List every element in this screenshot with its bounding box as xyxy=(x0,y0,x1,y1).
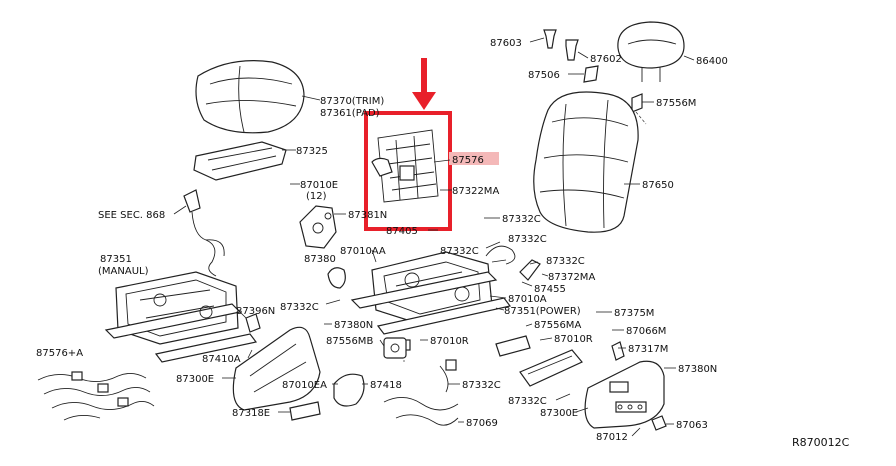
label-87332c-g: 87332C xyxy=(508,396,547,407)
label-87375m: 87375M xyxy=(614,308,654,319)
label-87010e-qty: (12) xyxy=(306,191,327,202)
label-87332c-b: 87332C xyxy=(440,246,479,257)
label-87380n-b: 87380N xyxy=(678,364,717,375)
clip-87396n xyxy=(245,313,261,333)
label-87556mb: 87556MB xyxy=(326,336,373,347)
label-87351-power: 87351(POWER) xyxy=(504,306,581,317)
label-87556m: 87556M xyxy=(656,98,696,109)
label-86400: 86400 xyxy=(696,56,728,67)
label-87380: 87380 xyxy=(304,254,336,265)
label-manual-tag: (MANAUL) xyxy=(98,266,149,277)
label-87372ma: 87372MA xyxy=(548,272,595,283)
finisher-87300e-left xyxy=(232,326,321,411)
guide-87602 xyxy=(565,39,579,61)
label-87010e: 87010E xyxy=(300,180,338,191)
trim-87318e xyxy=(289,401,321,421)
label-87410a: 87410A xyxy=(202,354,241,365)
label-87506: 87506 xyxy=(528,70,560,81)
lever-87372ma xyxy=(485,245,541,281)
label-87012: 87012 xyxy=(596,432,628,443)
label-87069: 87069 xyxy=(466,418,498,429)
manual-frame-87351 xyxy=(104,271,258,363)
label-87576a: 87576+A xyxy=(36,348,83,359)
label-87556ma: 87556MA xyxy=(534,320,581,331)
label-87300e-b: 87300E xyxy=(540,408,578,419)
label-see-sec-868: SEE SEC. 868 xyxy=(98,210,165,221)
headrest-86400 xyxy=(617,21,685,82)
cover-87418 xyxy=(333,373,365,407)
label-87602: 87602 xyxy=(590,54,622,65)
label-87381n: 87381N xyxy=(348,210,387,221)
label-87300e-a: 87300E xyxy=(176,374,214,385)
clip-87506 xyxy=(583,65,599,83)
power-frame-87351 xyxy=(350,251,512,362)
label-87361: 87361(PAD) xyxy=(320,108,380,119)
reference-code: R870012C xyxy=(792,436,850,449)
label-87066m: 87066M xyxy=(626,326,666,337)
knob-87380 xyxy=(327,267,346,289)
switch-87063 xyxy=(651,415,667,431)
label-87010aa: 87010AA xyxy=(340,246,386,257)
motor-87556mb xyxy=(383,337,407,359)
label-87405: 87405 xyxy=(386,226,418,237)
label-87603: 87603 xyxy=(490,38,522,49)
label-87418: 87418 xyxy=(370,380,402,391)
wire-87576a xyxy=(37,371,155,421)
rail-cover-right xyxy=(519,349,583,387)
callout-labels: 87603 87602 86400 87506 87556M 87370(TRI… xyxy=(36,38,850,449)
leader-lines xyxy=(173,37,695,437)
label-87010ea: 87010EA xyxy=(282,380,327,391)
highlight-callout xyxy=(364,58,499,231)
rail-cover-87556ma xyxy=(495,335,531,357)
label-87325: 87325 xyxy=(296,146,328,157)
label-87322ma: 87322MA xyxy=(452,186,499,197)
label-87380n-a: 87380N xyxy=(334,320,373,331)
harness-sec-868 xyxy=(183,189,225,277)
bolt-87066m xyxy=(611,341,625,361)
cushion-trim-87370 xyxy=(195,60,305,134)
label-87332c-a: 87332C xyxy=(502,214,541,225)
label-87010r-b: 87010R xyxy=(554,334,593,345)
guide-87603 xyxy=(543,29,557,49)
label-87063: 87063 xyxy=(676,420,708,431)
label-87332c-d: 87332C xyxy=(546,256,585,267)
label-87455: 87455 xyxy=(534,284,566,295)
label-87650: 87650 xyxy=(642,180,674,191)
bracket-87381n xyxy=(299,205,337,249)
label-87396n: 87396N xyxy=(236,306,275,317)
label-87332c-e: 87332C xyxy=(280,302,319,313)
label-87332c-c: 87332C xyxy=(508,234,547,245)
label-87318e: 87318E xyxy=(232,408,270,419)
bezel-87556m xyxy=(631,93,647,125)
lumbar-mat-87576 xyxy=(371,129,439,203)
label-87576: 87576 xyxy=(452,155,484,166)
label-87332c-f: 87332C xyxy=(462,380,501,391)
label-87010a: 87010A xyxy=(508,294,547,305)
pad-87325 xyxy=(193,141,287,181)
seat-back-87650 xyxy=(533,91,639,233)
label-87317m: 87317M xyxy=(628,344,668,355)
harness-87069 xyxy=(383,359,459,426)
label-87370: 87370(TRIM) xyxy=(320,96,384,107)
label-87010r-a: 87010R xyxy=(430,336,469,347)
finisher-87380n-right xyxy=(584,360,665,429)
label-87351-manual: 87351 xyxy=(100,254,132,265)
